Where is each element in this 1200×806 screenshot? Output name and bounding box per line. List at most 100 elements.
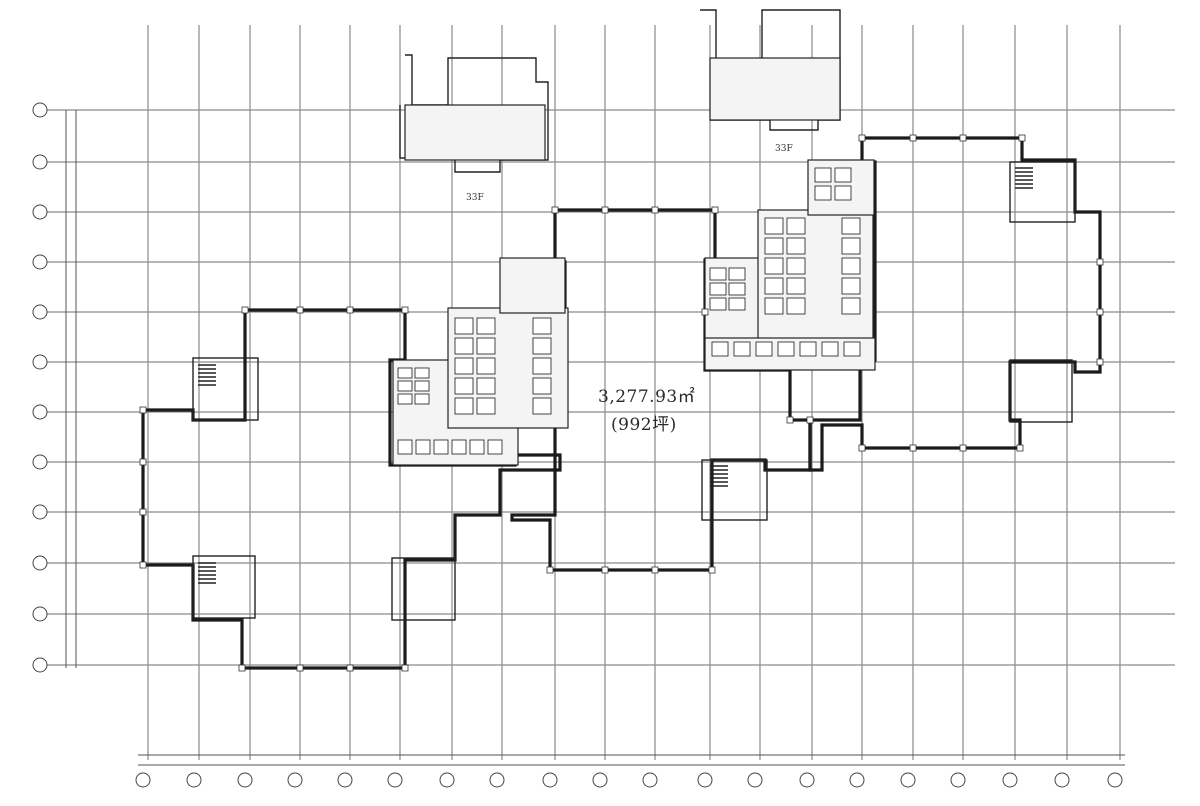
core-cell: [799, 341, 817, 357]
core-cell: [454, 397, 474, 415]
core-cell: [709, 267, 727, 281]
grid-bubbles-bottom: [135, 772, 1123, 788]
grid-bubble: [32, 204, 48, 220]
column: [546, 566, 554, 574]
grid-bubble: [32, 354, 48, 370]
core-cell: [764, 237, 784, 255]
core-cell: [532, 337, 552, 355]
core-cell: [777, 341, 795, 357]
core-cell: [476, 357, 496, 375]
upper-floor-label-left: 33F: [466, 193, 484, 203]
column: [238, 664, 246, 672]
column: [296, 306, 304, 314]
core-cell: [709, 282, 727, 296]
grid-bubble: [542, 772, 558, 788]
stair-boxes: [192, 161, 1076, 621]
grid-bubble: [900, 772, 916, 788]
grid-bubble: [32, 555, 48, 571]
grid-bubble: [32, 154, 48, 170]
area-sqm-label: 3,277.93㎡: [598, 387, 695, 407]
core-cell: [764, 297, 784, 315]
core-cell: [454, 317, 474, 335]
column: [139, 458, 147, 466]
grid-bubble: [32, 304, 48, 320]
core-cell: [728, 267, 746, 281]
core-cell: [733, 341, 751, 357]
column: [601, 206, 609, 214]
column: [959, 134, 967, 142]
core-cell: [821, 341, 839, 357]
column: [1018, 134, 1026, 142]
core-cell: [414, 367, 430, 379]
column: [139, 561, 147, 569]
column: [1096, 308, 1104, 316]
core-cell: [415, 439, 431, 455]
column: [786, 416, 794, 424]
core-cell: [454, 357, 474, 375]
core-cell: [532, 317, 552, 335]
grid-bubble: [287, 772, 303, 788]
column: [701, 308, 709, 316]
column: [139, 406, 147, 414]
core-cell: [764, 277, 784, 295]
grid-bubble: [489, 772, 505, 788]
column: [346, 664, 354, 672]
core-cell: [843, 341, 861, 357]
column: [651, 566, 659, 574]
core-cell: [476, 337, 496, 355]
column: [241, 306, 249, 314]
column: [909, 134, 917, 142]
core-cell: [814, 167, 832, 183]
core-cell: [397, 393, 413, 405]
core-cell: [786, 297, 806, 315]
grid-bubble: [950, 772, 966, 788]
upper-floor-label-right: 33F: [775, 144, 793, 154]
core-cell: [454, 377, 474, 395]
core-cell: [397, 367, 413, 379]
core-cell: [532, 357, 552, 375]
core-cell: [476, 317, 496, 335]
upper-floor-detail-left: [399, 54, 549, 173]
core-cell: [487, 439, 503, 455]
core-cell: [711, 341, 729, 357]
core-cell: [786, 257, 806, 275]
column: [551, 206, 559, 214]
column: [401, 306, 409, 314]
core-cell: [764, 217, 784, 235]
core-cell: [786, 277, 806, 295]
column: [1096, 258, 1104, 266]
core-cell: [834, 185, 852, 201]
grid-bubble: [387, 772, 403, 788]
grid-bubble: [32, 102, 48, 118]
grid-bubble: [32, 606, 48, 622]
core-cell: [476, 377, 496, 395]
grid-bubble: [1107, 772, 1123, 788]
column: [806, 416, 814, 424]
core-cell: [728, 282, 746, 296]
grid-bubble: [186, 772, 202, 788]
core-cell: [814, 185, 832, 201]
column: [1016, 444, 1024, 452]
grid-bubble: [439, 772, 455, 788]
grid-bubble: [1054, 772, 1070, 788]
core-cell: [764, 257, 784, 275]
column: [959, 444, 967, 452]
core-cell: [728, 297, 746, 311]
core-cell: [532, 377, 552, 395]
core-cell: [397, 380, 413, 392]
core-cell: [469, 439, 485, 455]
grid-bubble: [237, 772, 253, 788]
grid-bubble: [32, 404, 48, 420]
column: [708, 566, 716, 574]
grid-bubble: [32, 657, 48, 673]
grid-bubbles-left: [32, 102, 48, 673]
column: [346, 306, 354, 314]
column: [711, 206, 719, 214]
core-cell: [476, 397, 496, 415]
structural-columns: [139, 134, 1104, 672]
grid-bubble: [747, 772, 763, 788]
core-cell: [841, 217, 861, 235]
grid-bubble: [1002, 772, 1018, 788]
core-cell: [397, 439, 413, 455]
